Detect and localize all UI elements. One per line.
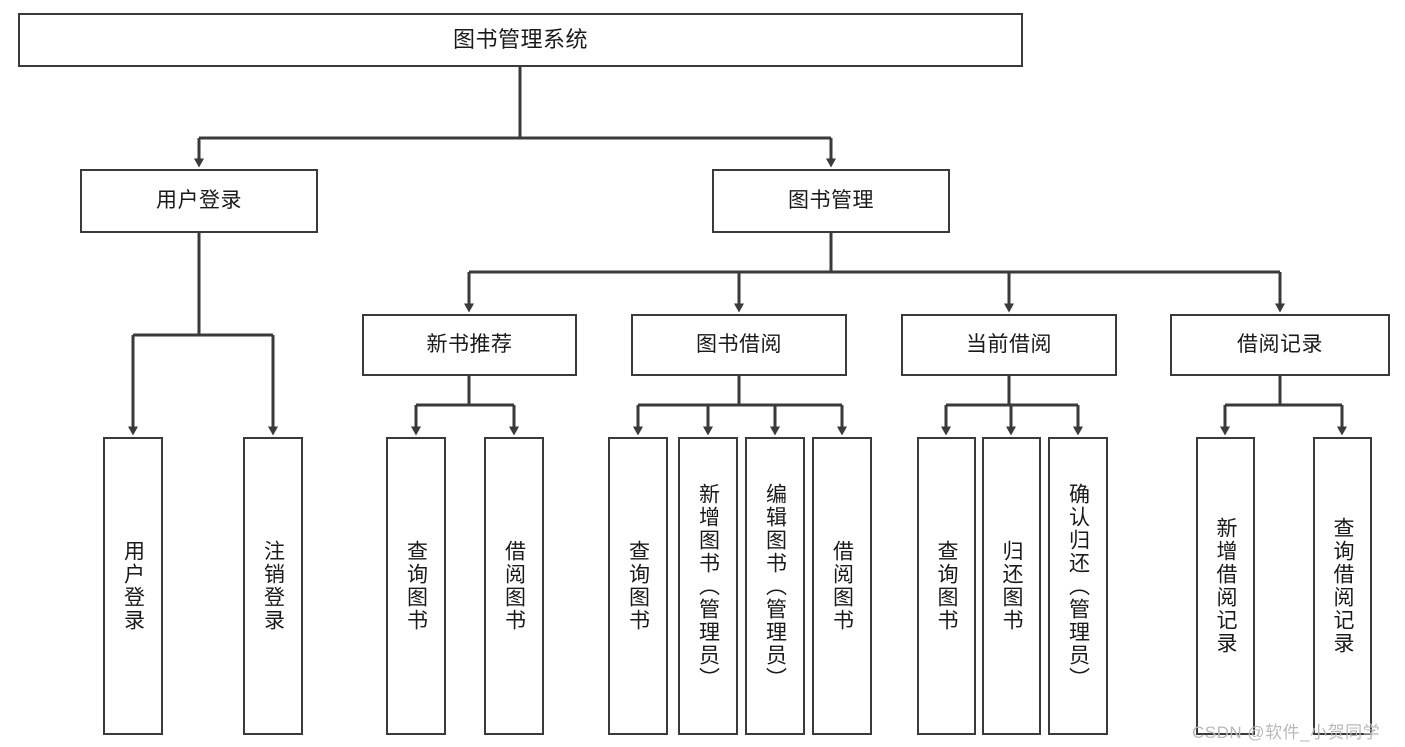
- leaf-add-borrow-record[interactable]: 新增借阅记录: [1196, 437, 1255, 735]
- node-borrow-record[interactable]: 借阅记录: [1170, 314, 1390, 376]
- node-borrow-record-label: 借阅记录: [1237, 332, 1323, 356]
- node-book-borrow[interactable]: 图书借阅: [631, 314, 847, 376]
- leaf-query-book-borrow[interactable]: 查询图书: [608, 437, 668, 735]
- leaf-return-book[interactable]: 归还图书: [982, 437, 1041, 735]
- leaf-query-book-current[interactable]: 查询图书: [917, 437, 976, 735]
- node-root-label: 图书管理系统: [452, 27, 588, 53]
- leaf-user-login-label: 用户登录: [121, 540, 145, 632]
- leaf-add-book-admin-label: 新增图书（管理员）: [696, 482, 720, 690]
- node-new-book-recommend[interactable]: 新书推荐: [362, 314, 577, 376]
- leaf-user-login[interactable]: 用户登录: [103, 437, 163, 735]
- node-book-management[interactable]: 图书管理: [712, 169, 950, 233]
- node-user-login[interactable]: 用户登录: [80, 169, 318, 233]
- leaf-confirm-return-admin-label: 确认归还（管理员）: [1066, 482, 1090, 690]
- node-user-login-label: 用户登录: [156, 188, 242, 212]
- leaf-return-book-label: 归还图书: [1000, 540, 1023, 632]
- leaf-borrow-book-borrow[interactable]: 借阅图书: [812, 437, 872, 735]
- node-current-borrow[interactable]: 当前借阅: [901, 314, 1117, 376]
- leaf-query-book-current-label: 查询图书: [935, 540, 958, 632]
- leaf-add-book-admin[interactable]: 新增图书（管理员）: [678, 437, 738, 735]
- node-root[interactable]: 图书管理系统: [18, 13, 1023, 67]
- leaf-query-book-borrow-label: 查询图书: [626, 540, 650, 632]
- leaf-logout-label: 注销登录: [261, 540, 285, 632]
- leaf-add-borrow-record-label: 新增借阅记录: [1214, 517, 1237, 655]
- node-book-management-label: 图书管理: [788, 188, 874, 212]
- leaf-borrow-book-newbook-label: 借阅图书: [502, 540, 526, 632]
- leaf-query-book-newbook[interactable]: 查询图书: [386, 437, 446, 735]
- node-current-borrow-label: 当前借阅: [966, 332, 1052, 356]
- leaf-confirm-return-admin[interactable]: 确认归还（管理员）: [1048, 437, 1108, 735]
- leaf-edit-book-admin[interactable]: 编辑图书（管理员）: [745, 437, 805, 735]
- leaf-query-book-newbook-label: 查询图书: [404, 540, 428, 632]
- leaf-borrow-book-newbook[interactable]: 借阅图书: [484, 437, 544, 735]
- leaf-edit-book-admin-label: 编辑图书（管理员）: [763, 482, 787, 690]
- leaf-borrow-book-borrow-label: 借阅图书: [830, 540, 854, 632]
- leaf-logout[interactable]: 注销登录: [243, 437, 303, 735]
- leaf-query-borrow-record-label: 查询借阅记录: [1331, 517, 1354, 655]
- node-new-book-recommend-label: 新书推荐: [426, 332, 513, 356]
- leaf-query-borrow-record[interactable]: 查询借阅记录: [1313, 437, 1372, 735]
- node-book-borrow-label: 图书借阅: [696, 332, 782, 356]
